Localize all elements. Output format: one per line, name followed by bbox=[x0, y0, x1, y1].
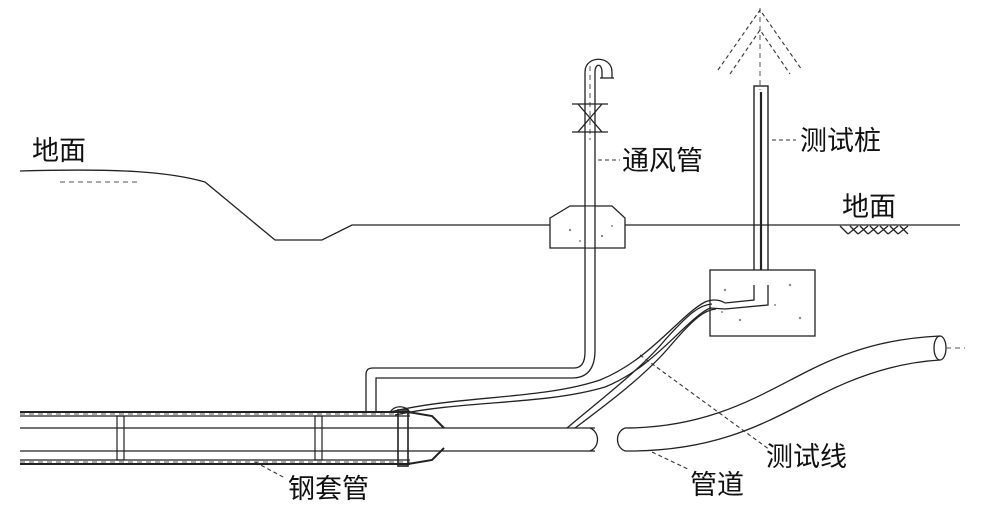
label-pipeline: 管道 bbox=[690, 470, 744, 501]
label-test-pile: 测试桩 bbox=[800, 126, 881, 157]
label-vent-pipe: 通风管 bbox=[622, 146, 703, 177]
carrier-pipe bbox=[20, 335, 965, 452]
ground-hatch-right bbox=[839, 225, 909, 235]
test-pile bbox=[709, 8, 816, 337]
label-ground-left: 地面 bbox=[32, 136, 86, 167]
vent-pipe bbox=[365, 58, 626, 412]
test-wires bbox=[389, 299, 726, 429]
label-ground-right: 地面 bbox=[842, 192, 896, 223]
leader-lines bbox=[254, 139, 796, 479]
ground-surface bbox=[19, 169, 960, 241]
label-steel-casing: 钢套管 bbox=[288, 474, 369, 505]
steel-casing bbox=[20, 406, 445, 467]
label-test-wire: 测试线 bbox=[766, 442, 847, 473]
